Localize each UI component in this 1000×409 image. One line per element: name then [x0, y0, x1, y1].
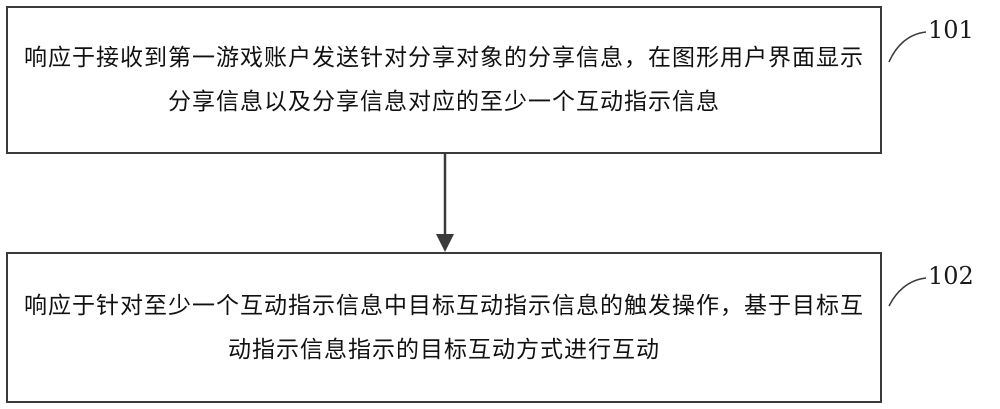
flow-step-102-text: 响应于针对至少一个互动指示信息中目标互动指示信息的触发操作，基于目标互动指示信息… — [18, 284, 870, 372]
flow-step-102: 响应于针对至少一个互动指示信息中目标互动指示信息的触发操作，基于目标互动指示信息… — [6, 252, 882, 403]
flow-step-101: 响应于接收到第一游戏账户发送针对分享对象的分享信息，在图形用户界面显示分享信息以… — [6, 6, 882, 154]
step-ref-label-101: 101 — [928, 16, 974, 44]
ref-leader-101 — [889, 32, 926, 62]
step-ref-label-102: 102 — [928, 262, 974, 290]
flow-arrow-head — [436, 234, 454, 252]
flow-step-101-text: 响应于接收到第一游戏账户发送针对分享对象的分享信息，在图形用户界面显示分享信息以… — [18, 36, 870, 124]
ref-leader-102 — [889, 278, 926, 306]
